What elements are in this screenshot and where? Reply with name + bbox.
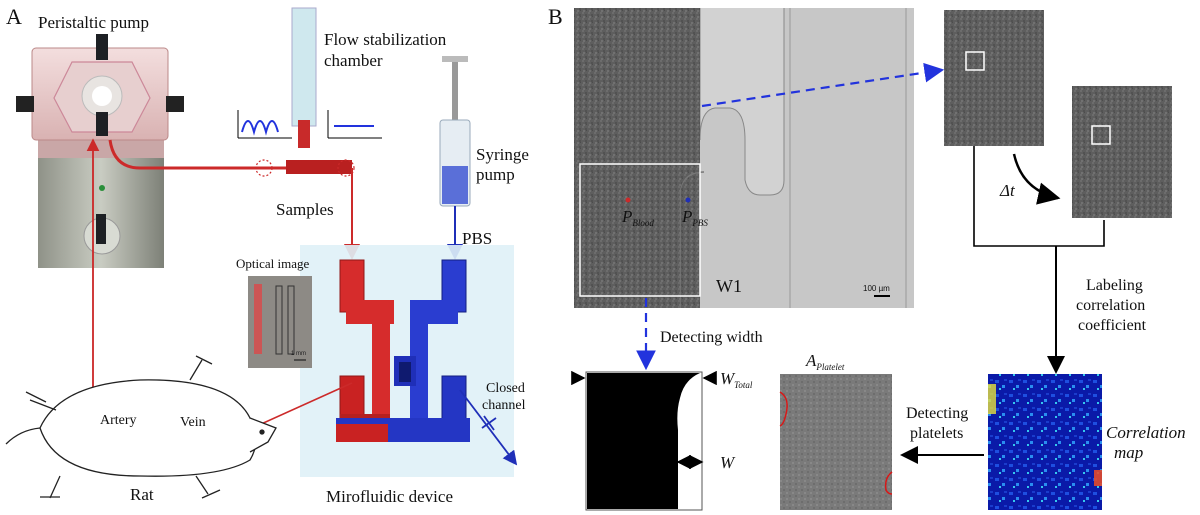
labeling-label-2: correlation — [1076, 297, 1145, 314]
vein-label: Vein — [180, 415, 206, 430]
closed-channel-label-2: channel — [482, 398, 526, 413]
optical-image-inset: 1 mm — [248, 276, 312, 368]
peristaltic-pump-label: Peristaltic pump — [38, 13, 149, 32]
correlation-map — [988, 374, 1102, 510]
chip-mark: W1 — [716, 276, 742, 296]
frame-t1 — [1072, 86, 1172, 218]
rat-label: Rat — [130, 485, 154, 504]
syringe-label-2: pump — [476, 165, 515, 184]
peristaltic-pump — [16, 34, 184, 268]
p-pbs-label: PPBS — [681, 207, 708, 228]
pbs-label: PBS — [462, 229, 492, 248]
correlation-map-label-2: map — [1114, 443, 1143, 462]
samples-label: Samples — [276, 200, 334, 219]
a-platelet-label: APlatelet — [805, 351, 845, 372]
microfluidic-device — [336, 259, 470, 442]
binary-width-image — [585, 371, 703, 511]
detecting-platelets-label-1: Detecting — [906, 405, 968, 422]
frame-t0 — [944, 10, 1044, 146]
closed-channel-label-1: Closed — [486, 381, 525, 396]
rat-drawing — [5, 355, 277, 499]
device-label: Mirofluidic device — [326, 487, 453, 506]
flow-stabilization-chamber — [286, 7, 352, 174]
correlation-map-label-1: Correlation — [1106, 423, 1186, 442]
w-total-label: WTotal — [720, 369, 753, 390]
channel-micrograph: W1 100 µm — [574, 8, 914, 308]
detecting-platelets-label-2: platelets — [910, 425, 963, 442]
syringe-pump — [439, 56, 471, 260]
panel-a-letter: A — [6, 4, 22, 29]
syringe-label-1: Syringe — [476, 145, 529, 164]
roi-box — [579, 163, 701, 297]
scale-bar-label: 100 µm — [863, 284, 890, 293]
w-label: W — [720, 453, 736, 472]
p-blood-label: PBlood — [621, 207, 654, 228]
panel-b-letter: B — [548, 4, 563, 29]
flow-chamber-label-2: chamber — [324, 51, 383, 70]
artery-label: Artery — [100, 413, 137, 428]
detecting-width-label: Detecting width — [660, 329, 763, 346]
labeling-label-1: Labeling — [1086, 277, 1143, 294]
platelet-frame — [780, 374, 892, 510]
optical-image-label: Optical image — [236, 256, 310, 271]
pulsatile-flow-inset — [237, 110, 292, 177]
labeling-label-3: coefficient — [1078, 317, 1147, 334]
flow-chamber-label-1: Flow stabilization — [324, 30, 447, 49]
delta-t-label: Δt — [999, 181, 1016, 200]
stable-flow-inset — [327, 110, 382, 177]
optical-scale-label: 1 mm — [291, 351, 306, 357]
